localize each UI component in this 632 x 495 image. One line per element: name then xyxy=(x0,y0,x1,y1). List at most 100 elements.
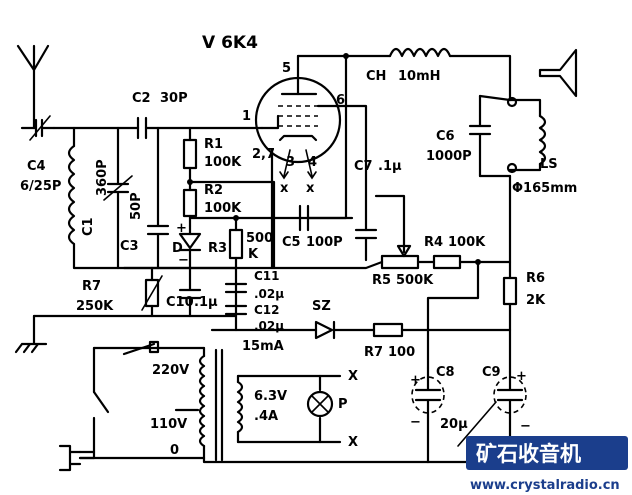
capacitor-c8 xyxy=(411,366,445,464)
label-r7-b: R7 xyxy=(364,345,383,360)
mains-plug xyxy=(58,444,96,472)
capacitor-c10 xyxy=(178,266,202,318)
label-lamp: P xyxy=(338,397,348,412)
label-c7: C7 xyxy=(354,159,373,174)
label-x-bottom: X xyxy=(348,435,358,450)
label-c7-value: .1μ xyxy=(378,159,402,174)
label-0v: 0 xyxy=(170,443,179,458)
heater-mark-1: x xyxy=(280,181,289,196)
label-r6: R6 xyxy=(526,271,545,286)
heater-mark-2: x xyxy=(306,181,315,196)
label-r7-b-value: 100 xyxy=(388,345,415,360)
label-c2-value: 30P xyxy=(160,91,188,106)
label-current: 15mA xyxy=(242,339,284,354)
label-r3-value: 500 xyxy=(246,231,273,246)
polarity-c8-plus: + xyxy=(410,373,421,388)
label-c10: C10 xyxy=(166,295,194,310)
label-r2-value: 100K xyxy=(204,201,242,216)
resistor-r3 xyxy=(228,216,244,270)
resistor-r7-b xyxy=(372,322,404,338)
label-c8: C8 xyxy=(436,365,455,380)
label-c5: C5 xyxy=(282,235,301,250)
polarity-c9-minus: − xyxy=(520,419,531,434)
capacitor-c4 xyxy=(20,115,56,141)
pin-label-27: 2,7 xyxy=(252,147,275,162)
power-transformer xyxy=(198,346,244,462)
label-c11: C11 xyxy=(254,269,280,283)
label-r7-a-value: 250K xyxy=(76,299,114,314)
junction-dot xyxy=(343,53,349,59)
label-c6-value: 1000P xyxy=(426,149,472,164)
label-r2: R2 xyxy=(204,183,223,198)
polarity-d-plus: + xyxy=(176,221,187,236)
tube-title: V 6K4 xyxy=(202,33,258,53)
pin-label-6: 6 xyxy=(336,93,345,108)
label-ls-value: Φ165mm xyxy=(512,181,577,196)
label-c3: C3 xyxy=(120,239,139,254)
pin-label-3: 3 xyxy=(286,155,295,170)
polarity-c8-minus: − xyxy=(410,415,421,430)
capacitor-c1 xyxy=(103,126,133,270)
label-d: D xyxy=(172,241,183,256)
terminal xyxy=(506,162,518,174)
label-c11-value: .02μ xyxy=(254,287,284,301)
polarity-c9-plus: + xyxy=(516,369,527,384)
label-r3: R3 xyxy=(208,241,227,256)
rectifier-sz xyxy=(314,320,336,340)
label-r1-value: 100K xyxy=(204,155,242,170)
label-c6: C6 xyxy=(436,129,455,144)
resistor-r2 xyxy=(182,180,198,228)
pin-label-1: 1 xyxy=(242,109,251,124)
label-r4: R4 xyxy=(424,235,443,250)
capacitor-c9 xyxy=(426,370,527,464)
pilot-lamp xyxy=(306,390,334,418)
label-heater-v: 6.3V xyxy=(254,389,287,404)
power-switch xyxy=(92,390,110,460)
pin-label-4: 4 xyxy=(308,155,317,170)
fuse-switch xyxy=(122,340,160,356)
label-c1-value: 360P xyxy=(95,159,110,196)
label-c2: C2 xyxy=(132,91,151,106)
pin-label-5: 5 xyxy=(282,61,291,76)
label-220v: 220V xyxy=(152,363,189,378)
label-r5: R5 xyxy=(372,273,391,288)
label-c4-value: 6/25P xyxy=(20,179,61,194)
label-r1: R1 xyxy=(204,137,223,152)
watermark-text: 矿石收音机 xyxy=(476,442,581,466)
label-ch-value: 10mH xyxy=(398,69,441,84)
label-c3-value: 50P xyxy=(129,192,144,220)
label-r5-value: 500K xyxy=(396,273,434,288)
label-c1: C1 xyxy=(81,217,96,236)
label-heater-a: .4A xyxy=(254,409,278,424)
label-c10-value: .1μ xyxy=(194,295,218,310)
resistor-r6 xyxy=(502,276,518,306)
choke-ch xyxy=(388,47,452,58)
capacitor-c3 xyxy=(146,126,170,270)
label-ch: CH xyxy=(366,69,386,84)
potentiometer-r5 xyxy=(380,244,420,270)
label-ls: LS xyxy=(540,157,558,172)
watermark-url: www.crystalradio.cn xyxy=(470,478,620,493)
label-sz: SZ xyxy=(312,299,331,314)
antenna-symbol xyxy=(16,44,50,130)
label-c12: C12 xyxy=(254,303,280,317)
label-r6-value: 2K xyxy=(526,293,546,308)
capacitor-c12 xyxy=(224,304,248,316)
terminal xyxy=(506,96,518,108)
polarity-d-minus: − xyxy=(178,253,189,268)
resistor-r1 xyxy=(182,126,198,184)
label-r3-value2: K xyxy=(248,247,259,262)
junction-dot xyxy=(233,215,239,221)
label-r4-value: 100K xyxy=(448,235,486,250)
label-filter-value: 20μ xyxy=(440,417,468,432)
diode-d xyxy=(178,224,202,270)
capacitor-c2 xyxy=(136,116,148,140)
ground-symbol xyxy=(14,314,48,354)
label-c4: C4 xyxy=(27,159,46,174)
speaker-ls xyxy=(508,48,578,172)
label-c5-value: 100P xyxy=(306,235,343,250)
label-x-top: X xyxy=(348,369,358,384)
label-110v: 110V xyxy=(150,417,187,432)
label-r7-a: R7 xyxy=(82,279,101,294)
